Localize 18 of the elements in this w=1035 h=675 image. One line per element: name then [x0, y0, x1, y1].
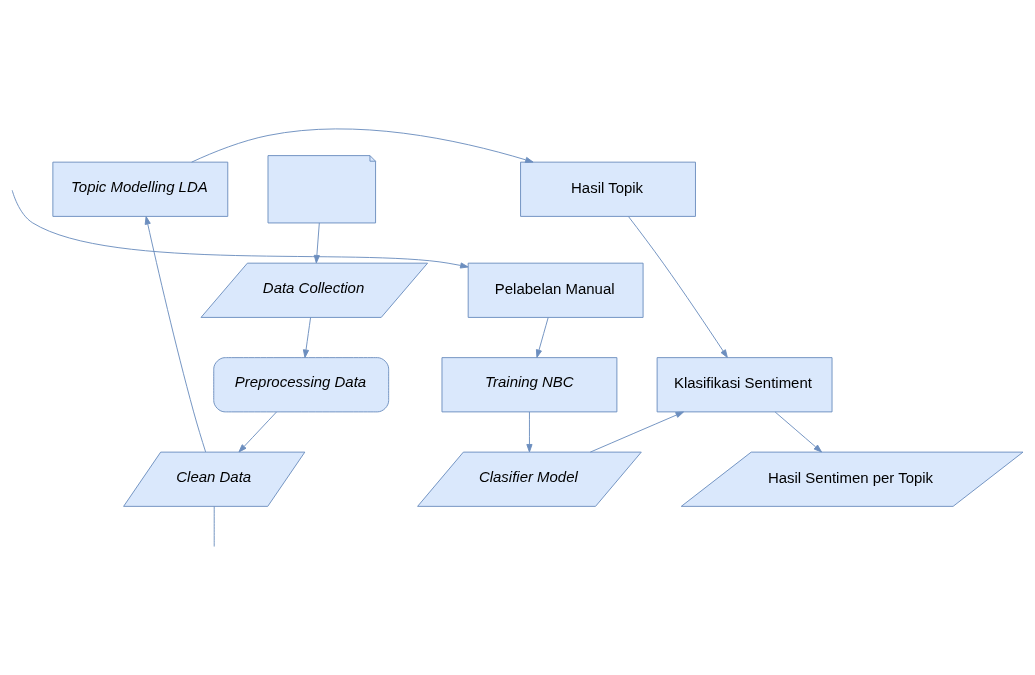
arrow [238, 411, 277, 452]
arrow [313, 221, 320, 263]
arrow [589, 411, 684, 453]
arrow [11, 189, 469, 269]
node-box: Topic Modelling LDA [52, 161, 229, 217]
node-box: Hasil Topik [520, 161, 696, 217]
arrow [144, 215, 207, 452]
arrow [774, 411, 822, 452]
connector [213, 505, 215, 547]
node-box: Klasifikasi Sentiment [656, 356, 833, 412]
node-box: Pelabelan Manual [467, 262, 644, 318]
arrow [535, 316, 549, 358]
arrow [526, 411, 533, 452]
node-box: Preprocessing Data [213, 356, 390, 412]
arrow [628, 215, 728, 358]
arrow [302, 316, 312, 358]
node-box: Training NBC [441, 356, 618, 412]
arrow [191, 127, 534, 163]
